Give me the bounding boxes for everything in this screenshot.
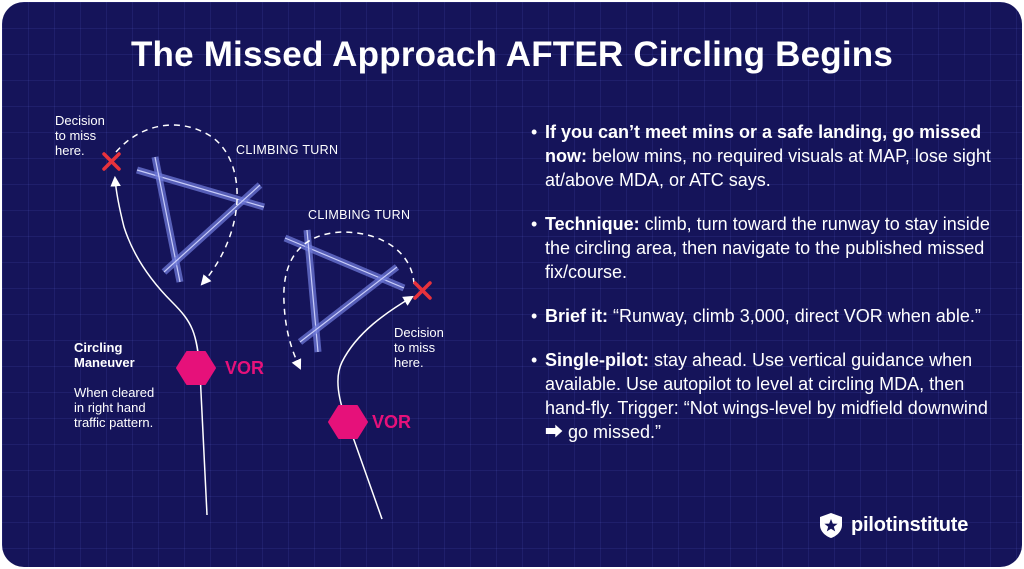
right-vor-label: VOR (372, 412, 412, 432)
bullet-missed-now: • If you can’t meet mins or a safe landi… (531, 122, 991, 190)
bullet-dot: • (531, 350, 538, 370)
circling-maneuver-note: When cleared in right hand traffic patte… (74, 385, 155, 430)
bullet-list: • If you can’t meet mins or a safe landi… (531, 120, 1001, 464)
bullet-brief-it: • Brief it: “Runway, climb 3,000, direct… (531, 306, 981, 326)
left-climbing-turn-path (115, 124, 238, 286)
left-vor-hexagon-icon (176, 351, 216, 385)
bullet-dot: • (531, 214, 538, 234)
right-runways (283, 229, 406, 353)
left-climbing-turn-label: CLIMBING TURN (236, 143, 339, 157)
right-climbing-turn-path (283, 231, 415, 370)
page-title: The Missed Approach AFTER Circling Begin… (130, 35, 894, 74)
left-vor-label: VOR (225, 358, 265, 378)
left-runways (136, 156, 265, 283)
right-decision-label: Decision to miss here. (394, 325, 444, 370)
right-climbing-turn-label: CLIMBING TURN (308, 208, 411, 222)
bullet-dot: • (531, 122, 538, 142)
circling-maneuver-title: Circling Maneuver (74, 340, 135, 370)
left-decision-x-icon (102, 152, 121, 171)
left-decision-label: Decision to miss here. (55, 113, 105, 158)
right-vor-hexagon-icon (328, 405, 368, 439)
right-decision-x-icon (413, 281, 432, 300)
brand-logo: pilotinstitute (817, 510, 968, 540)
bullet-technique: • Technique: climb, turn toward the runw… (531, 214, 990, 282)
bullet-dot: • (531, 306, 538, 326)
shield-star-icon (820, 513, 842, 538)
brand-name: pilotinstitute (851, 513, 969, 536)
bullet-single-pilot: • Single-pilot: stay ahead. Use vertical… (531, 350, 988, 442)
left-approach-path (110, 175, 208, 516)
